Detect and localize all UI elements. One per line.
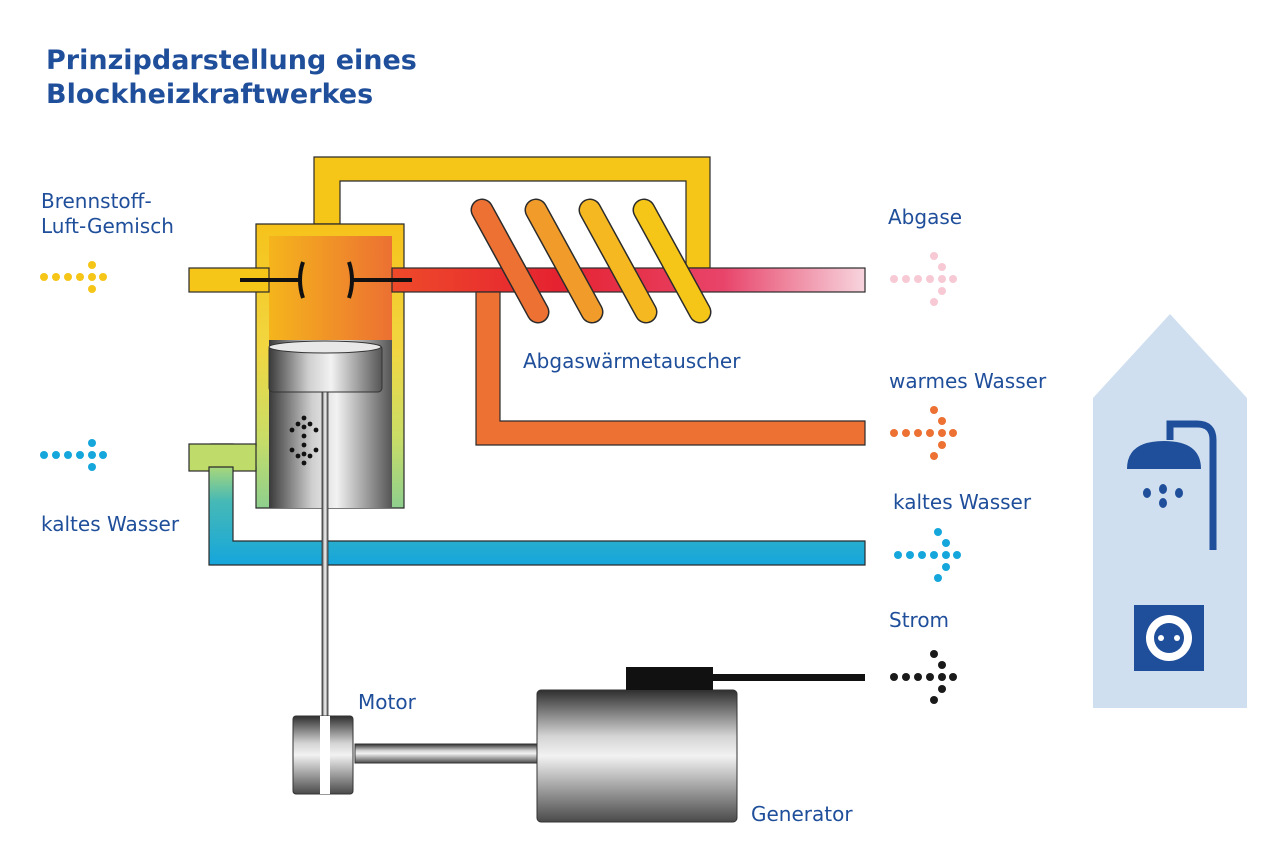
generator-body xyxy=(536,689,738,823)
power-socket-icon xyxy=(1134,605,1204,671)
piston-motion-icon xyxy=(289,415,319,466)
cold-water-pipe xyxy=(208,466,866,566)
title-line-1: Prinzipdarstellung eines xyxy=(46,45,417,76)
house-silhouette xyxy=(1093,314,1247,708)
fuel-arrow-icon xyxy=(40,261,107,293)
heat-exchanger-label: Abgaswärmetauscher xyxy=(523,349,741,373)
warm-water-pipe xyxy=(475,291,866,446)
power-arrow-icon xyxy=(890,650,957,704)
cold-water-out-label: kaltes Wasser xyxy=(893,490,1032,514)
fuel-label-line-1: Brennstoff- xyxy=(41,189,152,213)
cold-water-in-arrow-icon xyxy=(40,439,107,471)
fuel-label-line-2: Luft-Gemisch xyxy=(41,214,174,238)
motor-label: Motor xyxy=(358,690,416,714)
power-out-label: Strom xyxy=(889,608,950,632)
combustion-chamber xyxy=(269,236,392,340)
exhaust-arrow-icon xyxy=(890,252,957,306)
diagram-title: Prinzipdarstellung eines Blockheizkraftw… xyxy=(46,44,417,112)
exhaust-out-label: Abgase xyxy=(888,205,963,229)
cold-water-out-arrow-icon xyxy=(894,528,961,582)
heat-exchanger-coil xyxy=(470,198,712,324)
connecting-rod xyxy=(321,391,329,755)
title-line-2: Blockheizkraftwerkes xyxy=(46,79,374,110)
shower-icon xyxy=(1127,420,1217,550)
shaft xyxy=(354,743,538,764)
warm-water-arrow-icon xyxy=(890,406,957,460)
cold-water-in-label: kaltes Wasser xyxy=(41,512,180,536)
warm-water-out-label: warmes Wasser xyxy=(889,369,1047,393)
generator-terminal xyxy=(626,667,713,690)
valves xyxy=(240,261,412,299)
power-cable xyxy=(713,674,865,681)
generator-label: Generator xyxy=(751,802,853,826)
